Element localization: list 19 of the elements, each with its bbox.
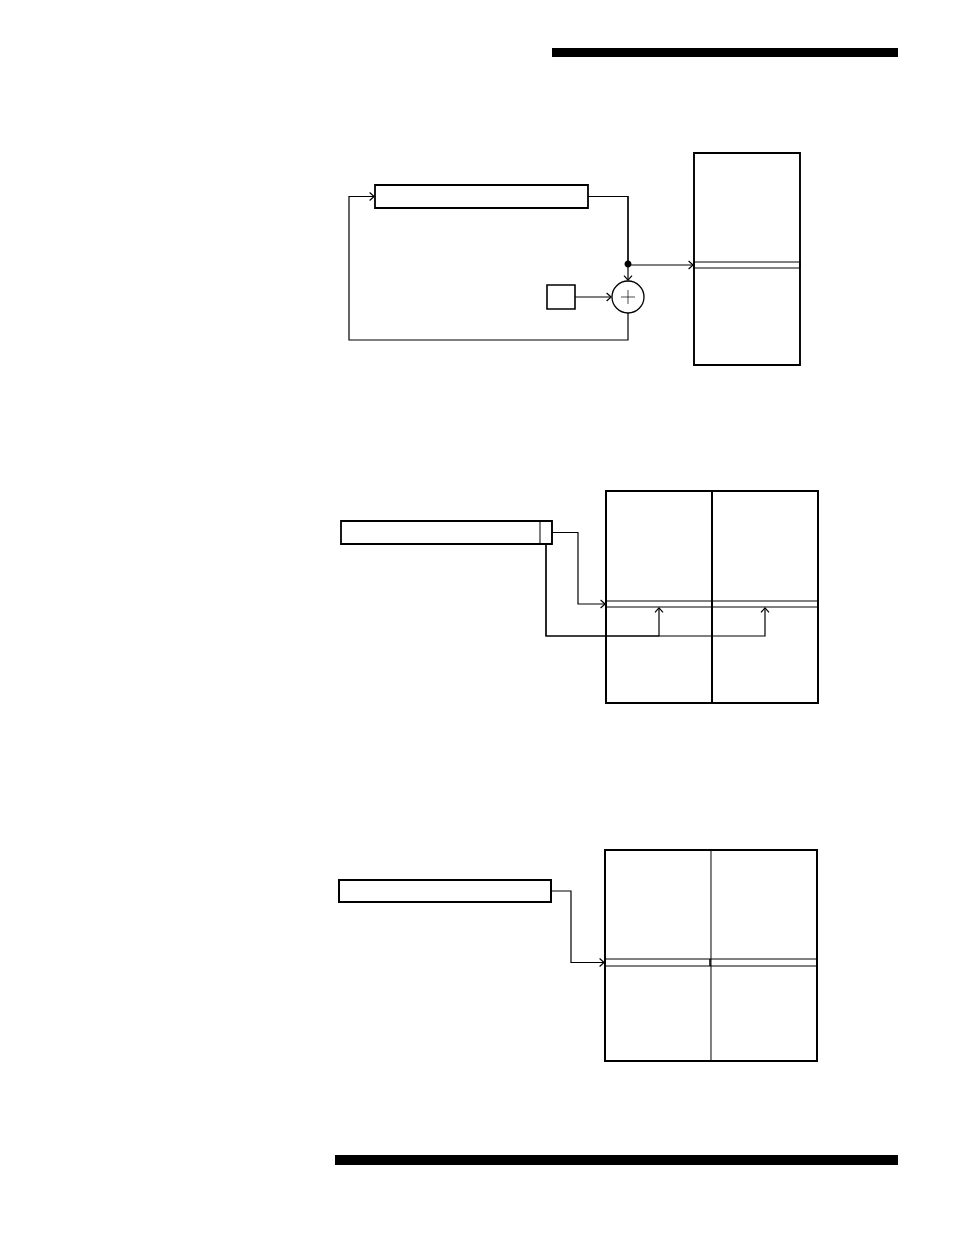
memory-block: [604, 849, 818, 1062]
adder-circle: [611, 280, 645, 314]
arrow: [550, 890, 605, 968]
constant-box: [546, 284, 576, 310]
row-band: [709, 958, 818, 967]
memory-block: [693, 152, 801, 366]
row-band: [693, 261, 801, 269]
register-bar: [338, 879, 552, 903]
arrow: [551, 531, 606, 609]
row-band: [605, 600, 713, 608]
row-band: [604, 958, 711, 967]
arrow: [348, 191, 629, 341]
register-cell: [539, 520, 553, 545]
arrow: [545, 543, 770, 637]
register-bar: [374, 184, 589, 209]
memory-block: [605, 490, 819, 704]
arrow: [587, 195, 694, 270]
row-band: [711, 600, 819, 608]
arrow: [574, 292, 612, 302]
